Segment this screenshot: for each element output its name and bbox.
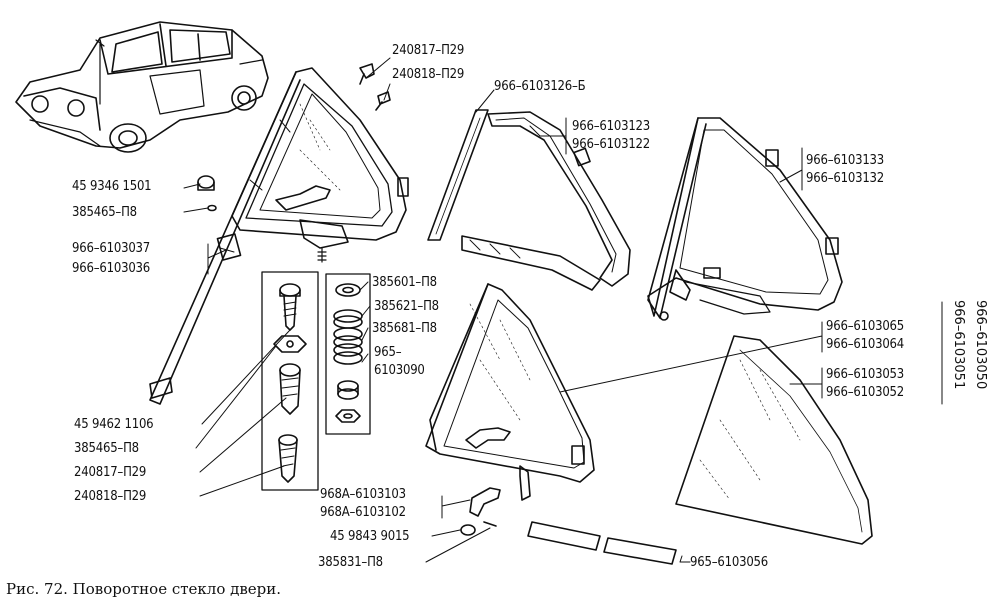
car-illustration [15, 21, 269, 153]
frame-6103123 [461, 111, 631, 291]
label-385601: 385601–П8 [372, 275, 437, 290]
label-385831: 385831–П8 [318, 555, 383, 570]
glass-6103053 [675, 335, 873, 545]
seal-strip [427, 109, 489, 241]
label-6103133: 966–6103133 [806, 153, 885, 168]
label-6103036: 966–6103036 [72, 261, 151, 276]
handle-parts [460, 487, 501, 536]
label-385681: 385681–П8 [372, 321, 437, 336]
label-6103132: 966–6103132 [806, 171, 885, 186]
label-968a-102: 968А–6103102 [320, 505, 406, 520]
screw-set-box [261, 271, 319, 491]
label-385465-a: 385465–П8 [72, 205, 137, 220]
washer-spring-box [325, 273, 371, 435]
seal-strips-bottom [527, 521, 677, 565]
small-knob [197, 175, 217, 212]
label-6103050: 966–6103050 [973, 300, 988, 390]
label-6103052: 966–6103052 [826, 385, 905, 400]
label-6103090: 6103090 [374, 363, 425, 378]
figure-caption: Рис. 72. Поворотное стекло двери. [6, 580, 282, 598]
label-385621: 385621–П8 [374, 299, 439, 314]
label-6103056: 965–6103056 [690, 555, 769, 570]
label-6103053: 966–6103053 [826, 367, 905, 382]
frame-6103133 [647, 117, 843, 321]
label-6103064: 966–6103064 [826, 337, 905, 352]
left-frame-assembly [149, 67, 409, 405]
label-240817-b: 240817–П29 [74, 465, 147, 480]
label-6103122: 966–6103122 [572, 137, 651, 152]
label-965: 965– [374, 345, 402, 360]
label-6103065: 966–6103065 [826, 319, 905, 334]
label-45-9346: 45 9346 1501 [72, 179, 152, 194]
label-968a-103: 968А–6103103 [320, 487, 406, 502]
label-45-9843: 45 9843 9015 [330, 529, 410, 544]
label-240818-b: 240818–П29 [74, 489, 147, 504]
label-45-9462: 45 9462 1106 [74, 417, 154, 432]
label-385465-b: 385465–П8 [74, 441, 139, 456]
label-6103037: 966–6103037 [72, 241, 151, 256]
label-6103123: 966–6103123 [572, 119, 651, 134]
frame-6103065 [425, 283, 595, 501]
leader-lines [183, 57, 943, 563]
label-240818-top: 240818–П29 [392, 67, 465, 82]
top-screws [359, 63, 391, 111]
label-6103051: 966–6103051 [951, 300, 966, 390]
label-6103126: 966–6103126–Б [494, 79, 586, 94]
label-240817-top: 240817–П29 [392, 43, 465, 58]
